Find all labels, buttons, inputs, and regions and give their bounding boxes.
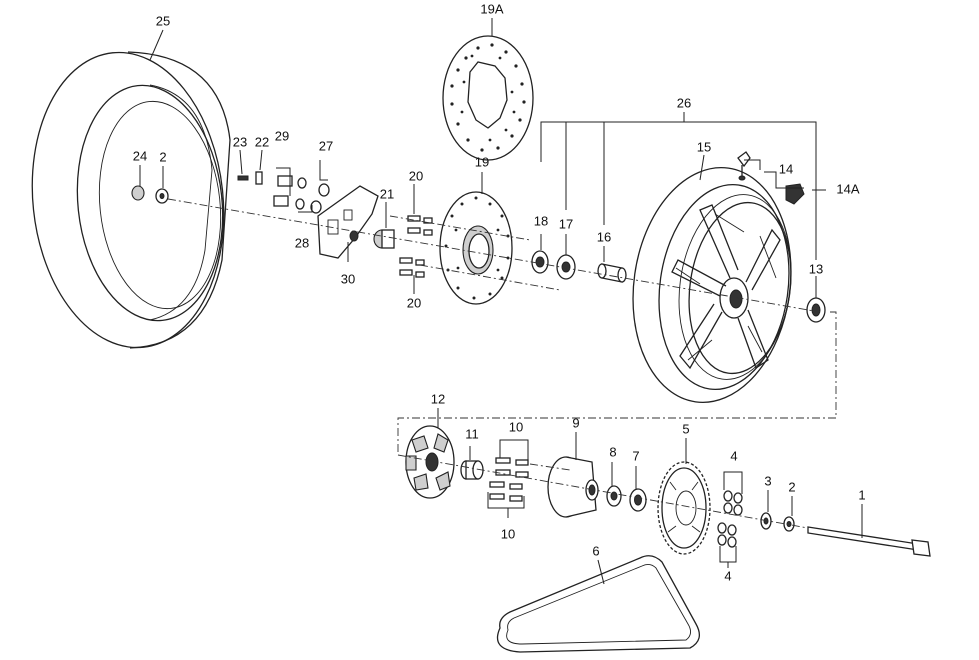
callout-3: 3: [764, 473, 771, 488]
hub-damper: [405, 425, 455, 499]
callout-19a: 19A: [480, 1, 503, 16]
callout-4-upper: 4: [730, 448, 737, 463]
axle: [807, 526, 931, 557]
callout-17: 17: [559, 216, 573, 231]
callout-25: 25: [156, 13, 170, 28]
callout-24: 24: [133, 148, 147, 163]
valve-stem: [737, 151, 805, 205]
wheel-rim: [632, 166, 792, 404]
callout-30: 30: [341, 271, 355, 286]
sprocket-bolts: [489, 457, 529, 502]
bearings-and-spacer: [531, 250, 826, 323]
callout-9: 9: [572, 415, 579, 430]
callout-13: 13: [809, 261, 823, 276]
callout-7: 7: [632, 448, 639, 463]
callout-21: 21: [380, 186, 394, 201]
callout-6: 6: [592, 543, 599, 558]
callout-2-upper: 2: [159, 149, 166, 164]
callout-2-lower: 2: [788, 479, 795, 494]
callout-20-upper: 20: [409, 168, 423, 183]
callout-4-lower: 4: [724, 568, 731, 583]
callout-10-upper: 10: [509, 419, 523, 434]
callout-5: 5: [682, 421, 689, 436]
callout-19: 19: [475, 154, 489, 169]
brake-disc-19a: [442, 35, 534, 161]
brake-disc-19: [439, 191, 513, 305]
leader-lines: [139, 18, 863, 585]
disc-bolts: [399, 215, 433, 278]
callout-8: 8: [609, 444, 616, 459]
spacer-11: [460, 460, 484, 480]
callout-16: 16: [597, 229, 611, 244]
callout-labels: 25 19A 26 15 14 14A 24 2 23 22 29 27 28 …: [133, 1, 866, 583]
callout-28: 28: [295, 235, 309, 250]
sprocket-nuts: [717, 490, 743, 548]
callout-11: 11: [465, 426, 479, 441]
tire: [31, 51, 231, 349]
callout-18: 18: [534, 213, 548, 228]
callout-12: 12: [431, 391, 445, 406]
axle-nut-washer: [131, 185, 169, 204]
callout-29: 29: [275, 128, 289, 143]
callout-14a: 14A: [836, 181, 859, 196]
callout-15: 15: [697, 139, 711, 154]
callout-22: 22: [255, 134, 269, 149]
sprocket-hub: [547, 456, 599, 518]
drive-chain: [496, 555, 701, 653]
caliper-bracket: [237, 171, 395, 259]
callout-14: 14: [779, 161, 793, 176]
hub-bearings: [606, 485, 647, 512]
callout-10-lower: 10: [501, 526, 515, 541]
collar-washer: [760, 512, 795, 532]
callout-26: 26: [677, 95, 691, 110]
callout-20-lower: 20: [407, 295, 421, 310]
callout-1: 1: [858, 487, 865, 502]
sprocket: [657, 461, 711, 555]
callout-27: 27: [319, 138, 333, 153]
callout-23: 23: [233, 134, 247, 149]
